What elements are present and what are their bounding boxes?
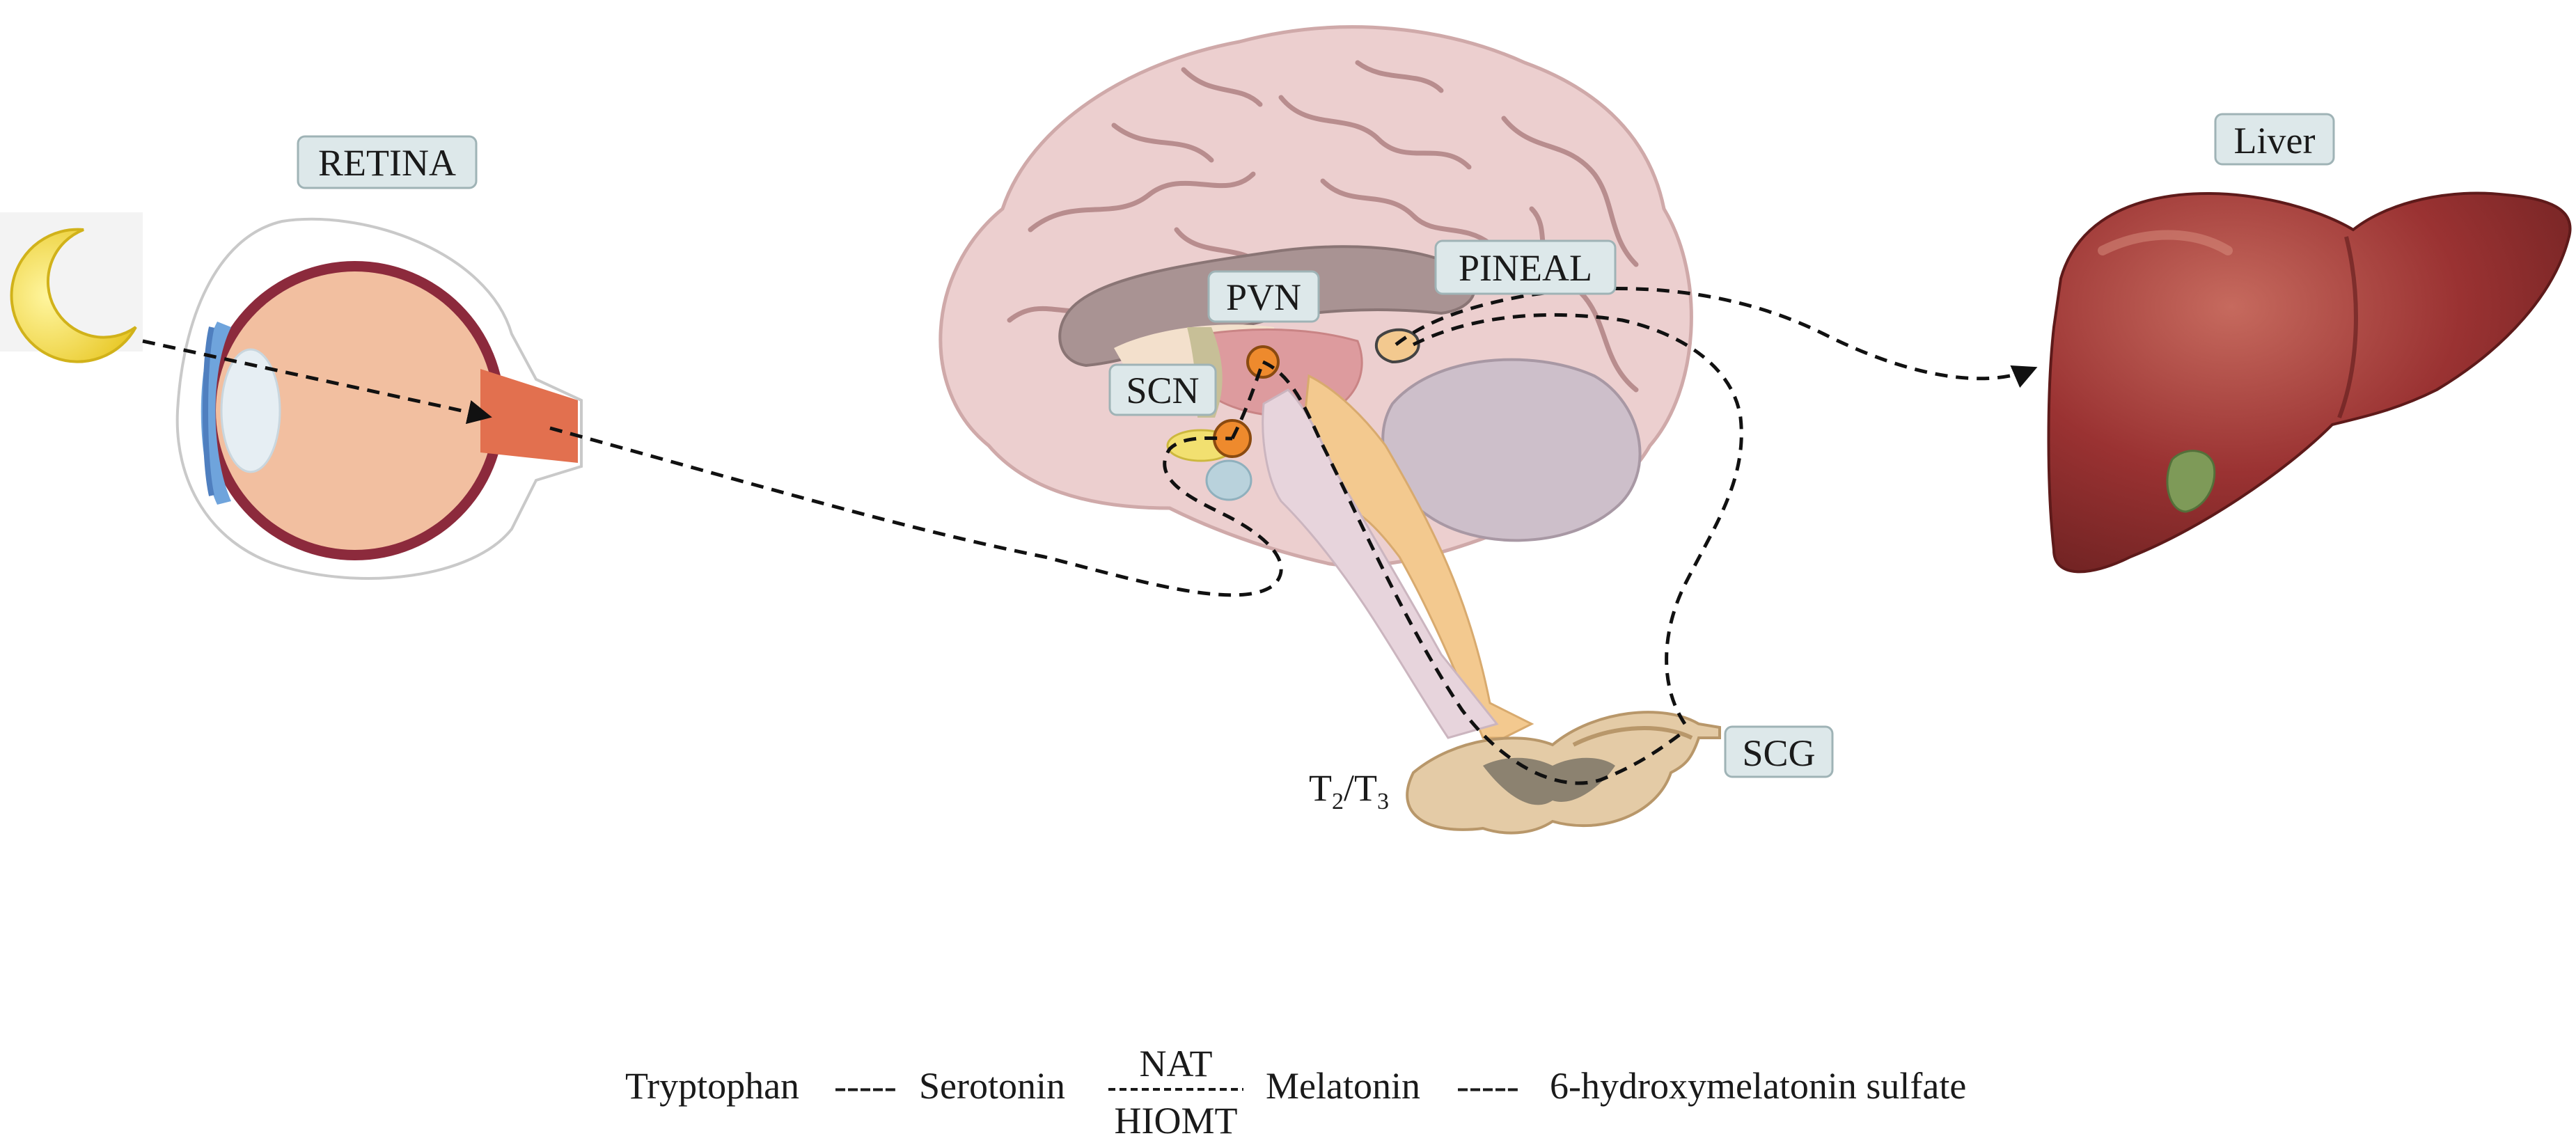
eye-icon	[175, 217, 583, 580]
pineal-to-liver-arrow	[1395, 286, 2038, 388]
retinohypothalamic-tract	[549, 426, 1283, 597]
spinal-level-label: T2/T3	[1309, 767, 1389, 814]
svg-text:SCN: SCN	[1126, 370, 1199, 411]
scn-label: SCN	[1108, 363, 1217, 416]
scg-to-pineal-path	[1412, 313, 1743, 725]
serotonin-text: Serotonin	[919, 1065, 1065, 1107]
retina-label: RETINA	[297, 135, 478, 189]
tryptophan-text: Tryptophan	[625, 1065, 799, 1107]
pathway-dash-1: -----	[834, 1065, 897, 1107]
pineal-label: PINEAL	[1434, 239, 1617, 295]
light-signal-arrow	[142, 339, 492, 425]
scn-to-pvn-path	[1230, 361, 1265, 440]
scg-label: SCG	[1724, 725, 1834, 778]
pvn-label: PVN	[1207, 270, 1320, 323]
svg-text:PVN: PVN	[1226, 276, 1301, 318]
pathway-dash-2: -----	[1456, 1065, 1519, 1107]
moon-icon	[0, 212, 143, 363]
melatonin-text: Melatonin	[1266, 1065, 1420, 1107]
enzyme-nat-text: NAT	[1140, 1043, 1213, 1084]
enzyme-hiomt-text: HIOMT	[1115, 1100, 1238, 1136]
svg-text:RETINA: RETINA	[318, 142, 456, 184]
spinal-cord-icon	[1406, 711, 1721, 835]
liver-icon	[2047, 191, 2572, 574]
svg-text:SCG: SCG	[1742, 732, 1815, 774]
metabolite-text: 6-hydroxymelatonin sulfate	[1550, 1065, 1966, 1107]
svg-text:Liver: Liver	[2234, 120, 2316, 161]
svg-text:PINEAL: PINEAL	[1459, 247, 1592, 289]
brain-icon	[938, 25, 1693, 739]
liver-label: Liver	[2214, 113, 2335, 166]
pvn-to-scg-path	[1262, 360, 1686, 785]
melatonin-pathway-equation: Tryptophan ----- Serotonin NAT HIOMT Mel…	[625, 1043, 1966, 1136]
